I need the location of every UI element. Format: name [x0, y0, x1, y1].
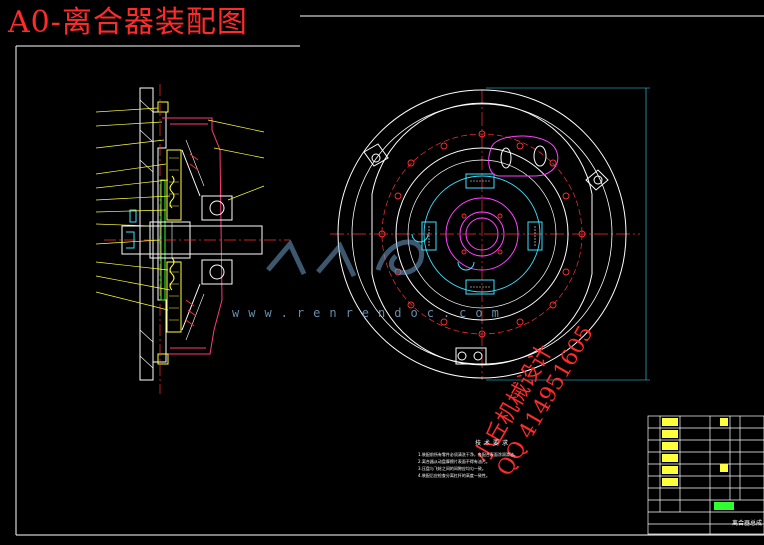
requirement-line: 1.装配前所有零件必须清洗干净，各配合表面涂润滑油。 — [418, 452, 518, 457]
leader-lines-right — [207, 119, 265, 201]
title-block-name: 离合器总成 — [732, 520, 763, 527]
technical-requirements: 技术要求 1.装配前所有零件必须清洗干净，各配合表面涂润滑油。 2.离合器从动盘… — [418, 440, 568, 479]
section-view — [104, 84, 290, 394]
technical-requirements-heading: 技术要求 — [474, 440, 511, 447]
rivets — [378, 130, 586, 338]
title-block — [647, 415, 764, 535]
requirement-line: 2.离合器从动盘摩擦片表面不得有油污。 — [418, 459, 490, 464]
leader-lines-left — [95, 107, 171, 311]
watermark-logo — [266, 239, 425, 278]
requirement-line: 4.装配后应检查分离杠杆的高度一致性。 — [418, 473, 490, 478]
watermark-url: www.renrendoc.com — [232, 306, 508, 320]
requirement-line: 3.压盘与飞轮之间的间隙应均匀一致。 — [418, 466, 486, 471]
drawing-title: A0-离合器装配图 — [8, 5, 248, 40]
drawing-frame — [15, 15, 764, 536]
front-view — [330, 87, 650, 381]
